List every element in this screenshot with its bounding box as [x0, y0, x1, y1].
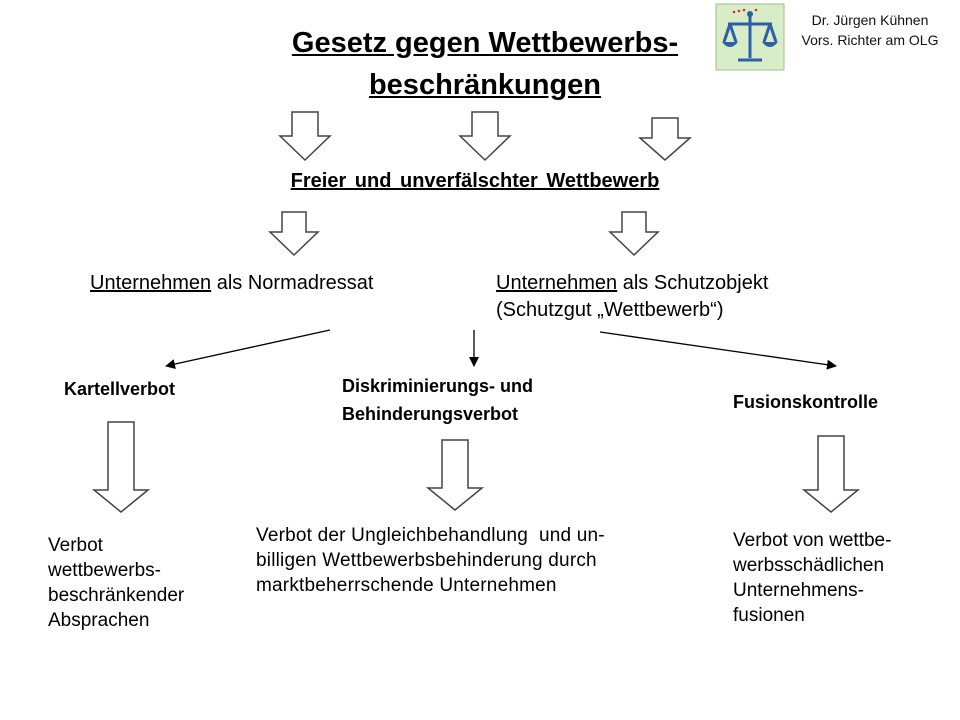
author-name: Dr. Jürgen Kühnen	[811, 12, 929, 28]
desc-line: Unternehmens-	[733, 580, 864, 601]
desc-line: billigen Wettbewerbsbehinderung durch	[256, 550, 597, 571]
block-arrow-down-icon	[91, 421, 151, 513]
block-arrow-down-icon	[608, 211, 660, 257]
category-title-diskriminierung: Diskriminierungs- und Behinderungsverbot	[342, 372, 533, 428]
desc-line: Verbot der Ungleichbehandlung und un-	[256, 525, 605, 546]
scales-of-justice-icon	[712, 2, 788, 72]
page-title: Gesetz gegen Wettbewerbs- beschränkungen	[240, 22, 730, 106]
block-arrow-down-icon	[801, 435, 861, 513]
desc-line: beschränkender	[48, 585, 185, 606]
block-arrow-down-icon	[458, 111, 512, 162]
category-desc-diskriminierung: Verbot der Ungleichbehandlung und un- bi…	[256, 523, 605, 598]
desc-line: Absprachen	[48, 610, 150, 631]
category-title-line: Kartellverbot	[64, 379, 176, 399]
desc-line: wettbewerbs-	[48, 560, 161, 581]
block-arrow-down-icon	[278, 111, 332, 162]
category-title-fusionskontrolle: Fusionskontrolle	[733, 388, 878, 416]
author-role: Vors. Richter am OLG	[801, 32, 939, 48]
category-desc-kartellverbot: Verbot wettbewerbs- beschränkender Abspr…	[48, 533, 184, 633]
block-arrow-down-icon	[268, 211, 320, 257]
branch-normadressat-underlined: Unternehmen	[90, 272, 212, 294]
category-title-line: Fusionskontrolle	[733, 392, 879, 412]
category-desc-fusionskontrolle: Verbot von wettbe- werbsschädlichen Unte…	[733, 528, 891, 628]
connector-arrow-right	[599, 331, 837, 370]
title-line-1: Gesetz gegen Wettbewerbs-	[291, 27, 679, 59]
title-line-2: beschränkungen	[368, 69, 602, 101]
block-arrow-down-icon	[425, 439, 485, 511]
branch-normadressat: Unternehmen als Normadressat	[90, 270, 373, 297]
desc-line: marktbeherrschende Unternehmen	[256, 575, 557, 596]
category-title-line: Diskriminierungs- und	[342, 376, 534, 396]
connector-arrow-left	[165, 329, 331, 369]
desc-line: werbsschädlichen	[733, 555, 885, 576]
block-arrow-down-icon	[638, 117, 692, 161]
desc-line: Verbot	[48, 535, 103, 556]
branch-normadressat-rest: als Normadressat	[211, 272, 374, 294]
branch-schutzobjekt-line2: (Schutzgut „Wettbewerb“)	[496, 299, 724, 321]
branch-schutzobjekt-underlined: Unternehmen	[496, 272, 618, 294]
branch-schutzobjekt-rest: als Schutzobjekt	[617, 272, 769, 294]
goal-heading: Freier und unverfälschter Wettbewerb	[290, 170, 660, 192]
author-info: Dr. Jürgen Kühnen Vors. Richter am OLG	[786, 10, 954, 50]
desc-line: Verbot von wettbe-	[733, 530, 892, 551]
desc-line: fusionen	[733, 605, 805, 626]
category-title-line: Behinderungsverbot	[342, 404, 519, 424]
branch-schutzobjekt: Unternehmen als Schutzobjekt (Schutzgut …	[496, 270, 768, 324]
category-title-kartellverbot: Kartellverbot	[64, 375, 175, 403]
